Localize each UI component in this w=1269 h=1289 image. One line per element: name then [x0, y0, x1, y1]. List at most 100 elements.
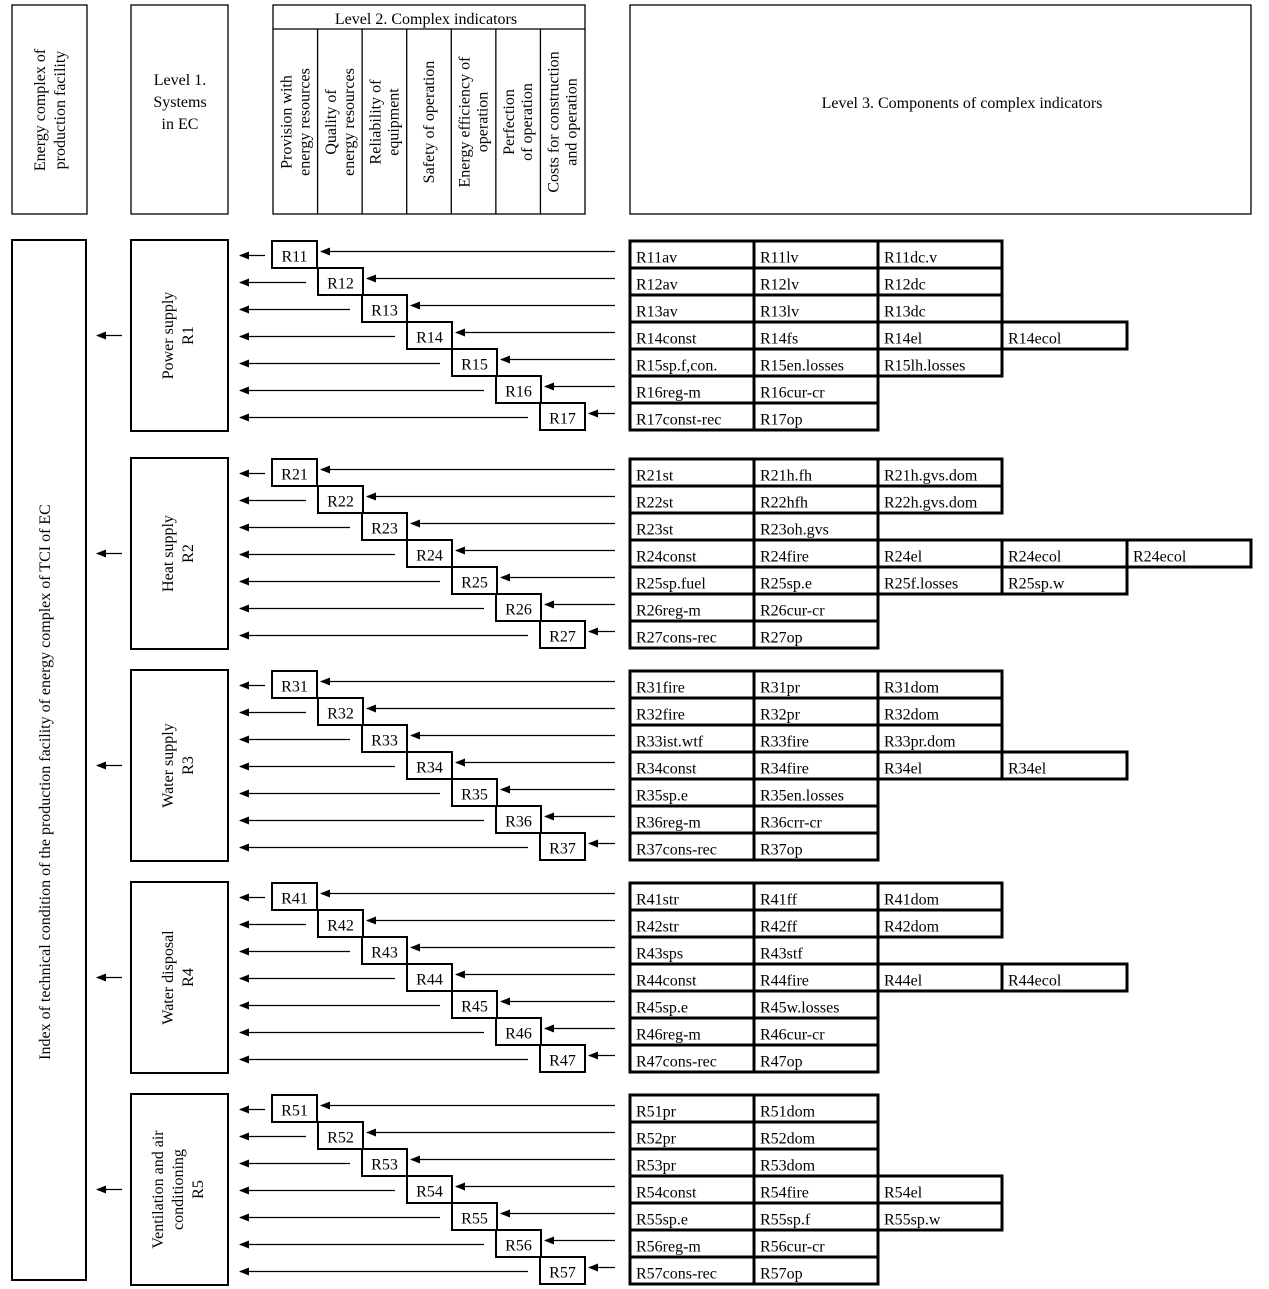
indicator-box — [271, 240, 318, 269]
indicator-box — [271, 458, 318, 487]
indicator-label: R17 — [549, 411, 576, 428]
component-cell — [628, 908, 756, 939]
component-label: R53dom — [760, 1158, 816, 1175]
component-label: R34el — [884, 761, 923, 778]
facility-header-label: Energy complex of — [32, 48, 49, 171]
level2-column-label: energy resources — [296, 68, 313, 176]
component-label: R43stf — [760, 946, 803, 963]
component-label: R17const-rec — [636, 412, 721, 429]
component-label: R55sp.f — [760, 1212, 811, 1229]
component-label: R26reg-m — [636, 603, 701, 620]
level2-column-label: Perfection — [501, 89, 518, 155]
component-cell — [628, 619, 756, 650]
indicator-label: R51 — [281, 1103, 308, 1120]
component-cell — [1000, 750, 1129, 781]
component-label: R44ecol — [1008, 973, 1062, 990]
component-cell — [628, 1255, 756, 1286]
indicator-box — [406, 539, 453, 568]
component-label: R57op — [760, 1266, 803, 1283]
component-label: R36reg-m — [636, 815, 701, 832]
component-label: R35en.losses — [760, 788, 844, 805]
indicator-box — [495, 593, 542, 622]
component-cell — [1125, 538, 1253, 569]
component-cell — [628, 565, 756, 596]
component-label: R13lv — [760, 304, 799, 321]
system-label: R4 — [180, 968, 197, 987]
indicator-box — [406, 751, 453, 780]
component-label: R26cur-cr — [760, 603, 825, 620]
indicator-box — [271, 1094, 318, 1123]
component-label: R12lv — [760, 277, 799, 294]
component-label: R21h.gvs.dom — [884, 468, 978, 485]
component-cell — [876, 750, 1004, 781]
indicator-box — [495, 1229, 542, 1258]
component-label: R15sp.f,con. — [636, 358, 717, 375]
indicator-box — [539, 832, 586, 861]
component-label: R56cur-cr — [760, 1239, 825, 1256]
indicator-label: R36 — [505, 814, 532, 831]
component-cell — [752, 619, 880, 650]
component-label: R34el — [1008, 761, 1047, 778]
component-label: R17op — [760, 412, 803, 429]
component-cell — [752, 1120, 880, 1151]
component-label: R16cur-cr — [760, 385, 825, 402]
system-label: R2 — [180, 544, 197, 563]
indicator-box — [406, 1175, 453, 1204]
component-label: R24fire — [760, 549, 809, 566]
component-cell — [1000, 962, 1129, 993]
component-label: R11av — [636, 250, 677, 267]
indicator-box — [361, 936, 408, 965]
indicator-box — [451, 778, 498, 807]
level2-header-box — [272, 4, 586, 215]
component-label: R31dom — [884, 680, 940, 697]
component-cell — [752, 511, 880, 542]
component-label: R45sp.e — [636, 1000, 688, 1017]
component-label: R33ist.wtf — [636, 734, 704, 751]
indicator-label: R52 — [327, 1130, 354, 1147]
indicator-label: R25 — [461, 575, 488, 592]
indicator-label: R53 — [371, 1157, 398, 1174]
component-cell — [628, 401, 756, 432]
indicator-box — [271, 882, 318, 911]
component-label: R42str — [636, 919, 679, 936]
level2-column-label: Safety of operation — [421, 61, 438, 184]
component-cell — [628, 1201, 756, 1232]
system-label: Ventilation and air — [150, 1130, 167, 1249]
tci-index-label: Index of technical condition of the prod… — [37, 504, 54, 1060]
component-label: R34fire — [760, 761, 809, 778]
indicator-label: R12 — [327, 276, 354, 293]
component-label: R12av — [636, 277, 678, 294]
component-label: R27cons-rec — [636, 630, 717, 647]
component-label: R41ff — [760, 892, 798, 909]
component-cell — [628, 989, 756, 1020]
component-label: R42dom — [884, 919, 940, 936]
system-label: conditioning — [170, 1149, 187, 1230]
indicator-box — [406, 963, 453, 992]
indicator-label: R43 — [371, 945, 398, 962]
level2-column-label: Quality of — [323, 89, 340, 155]
component-label: R43sps — [636, 946, 683, 963]
indicator-box — [495, 375, 542, 404]
system-box — [130, 669, 229, 862]
component-cell — [752, 962, 880, 993]
component-label: R25sp.w — [1008, 576, 1065, 593]
component-label: R21st — [636, 468, 674, 485]
indicator-label: R46 — [505, 1026, 532, 1043]
component-label: R24const — [636, 549, 697, 566]
component-label: R23oh.gvs — [760, 522, 829, 539]
component-cell — [876, 669, 1004, 700]
indicator-label: R23 — [371, 521, 398, 538]
component-label: R47op — [760, 1054, 803, 1071]
component-cell — [752, 266, 880, 297]
component-label: R36crr-cr — [760, 815, 823, 832]
indicator-label: R42 — [327, 918, 354, 935]
component-cell — [876, 1174, 1004, 1205]
component-label: R47cons-rec — [636, 1054, 717, 1071]
indicator-box — [539, 1044, 586, 1073]
component-label: R44fire — [760, 973, 809, 990]
indicator-box — [495, 805, 542, 834]
level3-header-label: Level 3. Components of complex indicator… — [822, 95, 1103, 112]
component-cell — [752, 1255, 880, 1286]
